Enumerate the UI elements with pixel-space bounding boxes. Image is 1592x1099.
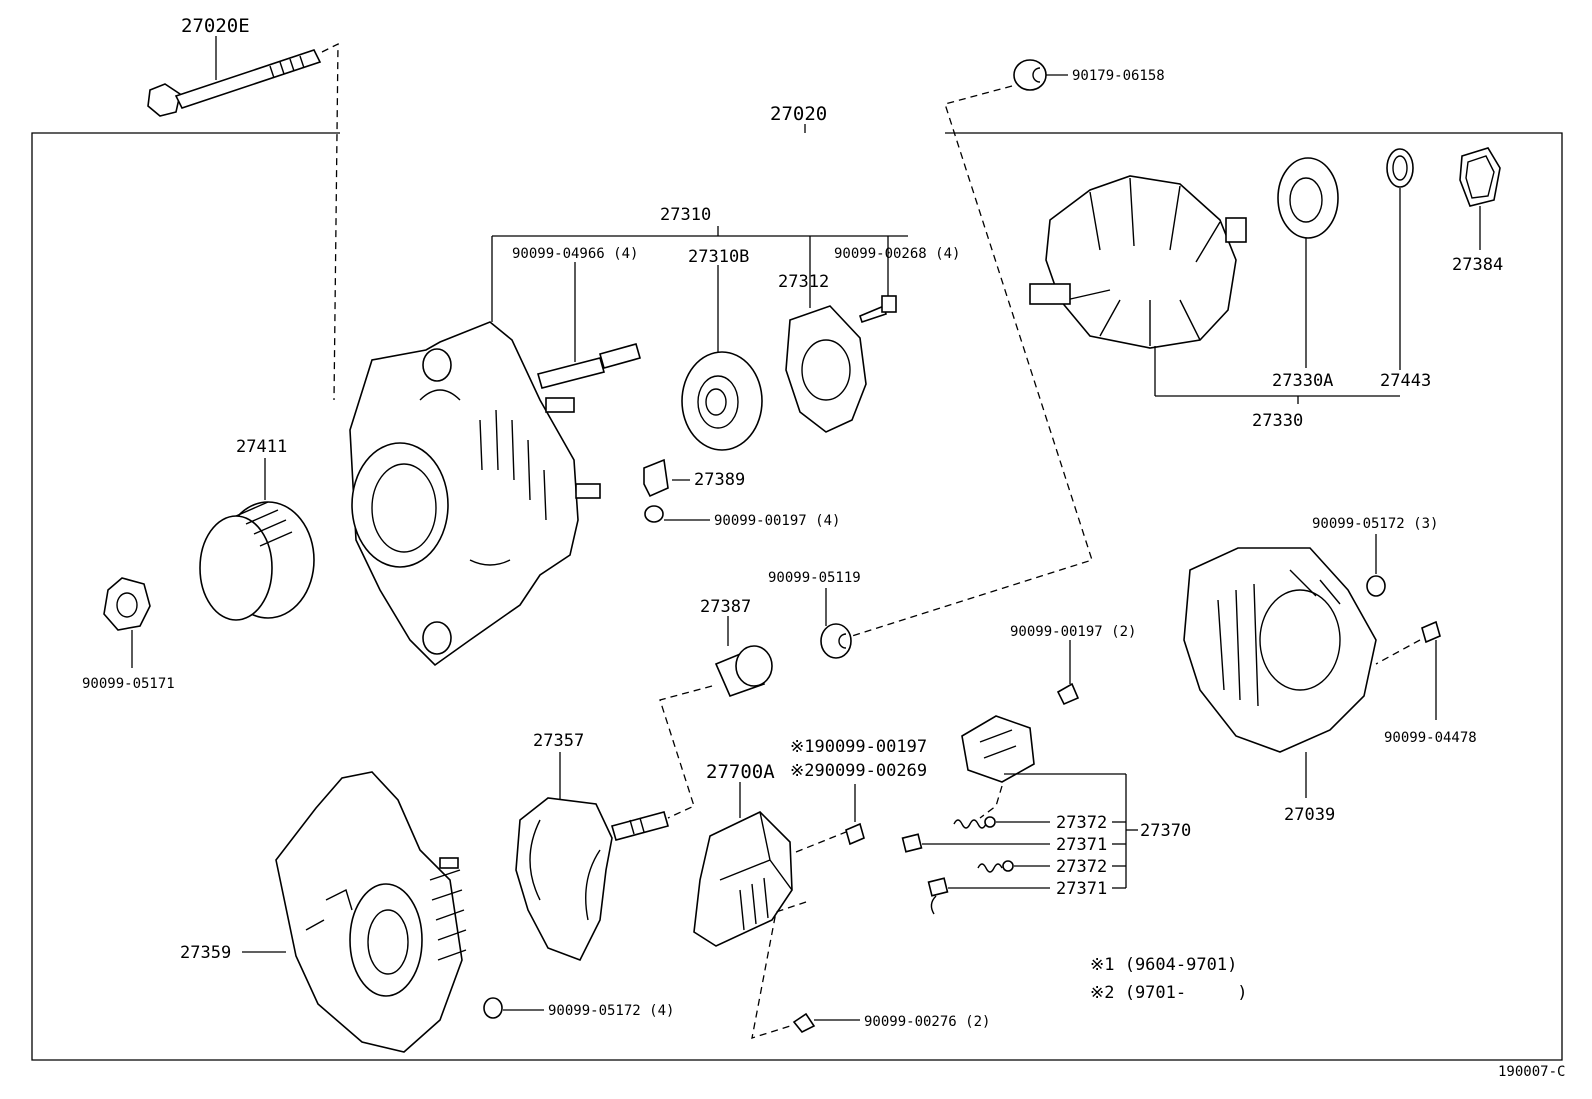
label-27389: 27389	[694, 470, 745, 490]
label-27387: 27387	[700, 597, 751, 617]
brush-icon	[901, 833, 1050, 853]
label-90099-05172-4: 90099-05172 (4)	[548, 1003, 674, 1019]
frame-nut-icon	[483, 997, 544, 1019]
screw-icon	[644, 505, 710, 523]
rubber-cap-icon	[820, 588, 852, 659]
label-27372-b: 27372	[1056, 857, 1107, 877]
label-90099-05119: 90099-05119	[768, 570, 861, 586]
label-27330A: 27330A	[1272, 371, 1333, 391]
spring-icon	[953, 816, 1050, 829]
rear-end-cover-icon	[1183, 547, 1377, 798]
label-27443: 27443	[1380, 371, 1431, 391]
terminal-bolt-icon	[1421, 620, 1441, 720]
label-27411: 27411	[236, 437, 287, 457]
label-27330: 27330	[1252, 411, 1303, 431]
rear-bearing-icon	[1277, 157, 1339, 368]
terminal-cap-icon	[1013, 59, 1068, 91]
rear-end-frame-icon	[242, 771, 467, 1053]
label-27020: 27020	[770, 103, 827, 125]
label-27020E: 27020E	[181, 15, 250, 37]
label-90099-05172-3: 90099-05172 (3)	[1312, 516, 1438, 532]
label-90179-06158: 90179-06158	[1072, 68, 1165, 84]
retainer-screw-icon	[859, 236, 897, 324]
figure-code: 190007-C	[1498, 1064, 1565, 1080]
label-27384: 27384	[1452, 255, 1503, 275]
label-90099-04966: 90099-04966 (4)	[512, 246, 638, 262]
ring-icon	[1459, 147, 1501, 250]
holder-screw-icon	[1056, 640, 1080, 706]
label-note2-part: ※290099-00269	[790, 761, 927, 781]
label-note1-part: ※190099-00197	[790, 737, 927, 757]
through-bolt-icon	[147, 36, 322, 117]
label-27359: 27359	[180, 943, 231, 963]
label-90099-05171: 90099-05171	[82, 676, 175, 692]
bearing-cover-icon	[1386, 148, 1414, 370]
label-90099-00197-4: 90099-00197 (4)	[714, 513, 840, 529]
regulator-screw-icon	[845, 784, 865, 846]
pulley-icon	[199, 458, 315, 621]
terminal-insulator-icon	[714, 616, 773, 698]
pulley-nut-icon	[103, 577, 151, 668]
label-27312: 27312	[778, 272, 829, 292]
label-27371-b: 27371	[1056, 879, 1107, 899]
label-90099-00268: 90099-00268 (4)	[834, 246, 960, 262]
label-27371-a: 27371	[1056, 835, 1107, 855]
label-90099-00197-2: 90099-00197 (2)	[1010, 624, 1136, 640]
insulator-icon	[643, 458, 690, 498]
label-27700A: 27700A	[706, 761, 775, 783]
drive-end-frame-icon	[349, 321, 601, 667]
note-2: ※2 (9701- )	[1090, 983, 1248, 1003]
front-bearing-icon	[681, 265, 763, 451]
stud-bolt-icon	[537, 262, 641, 389]
voltage-regulator-icon	[693, 782, 793, 947]
label-27310B: 27310B	[688, 247, 749, 267]
rotor-icon	[1029, 175, 1247, 396]
cover-nut-icon	[1366, 534, 1386, 597]
label-27357: 27357	[533, 731, 584, 751]
brush-icon	[927, 877, 1050, 915]
label-27372-a: 27372	[1056, 813, 1107, 833]
label-27370: 27370	[1140, 821, 1191, 841]
label-27039: 27039	[1284, 805, 1335, 825]
label-90099-04478: 90099-04478	[1384, 730, 1477, 746]
note-1: ※1 (9604-9701)	[1090, 955, 1237, 975]
rectifier-icon	[515, 752, 669, 962]
assembly-frame	[31, 132, 1563, 1061]
label-27310: 27310	[660, 205, 711, 225]
bearing-retainer-icon	[785, 236, 867, 433]
label-90099-00276: 90099-00276 (2)	[864, 1014, 990, 1030]
regulator-mount-screw-icon	[792, 1012, 860, 1034]
brush-holder-icon	[961, 715, 1127, 888]
spring-icon	[977, 860, 1050, 873]
